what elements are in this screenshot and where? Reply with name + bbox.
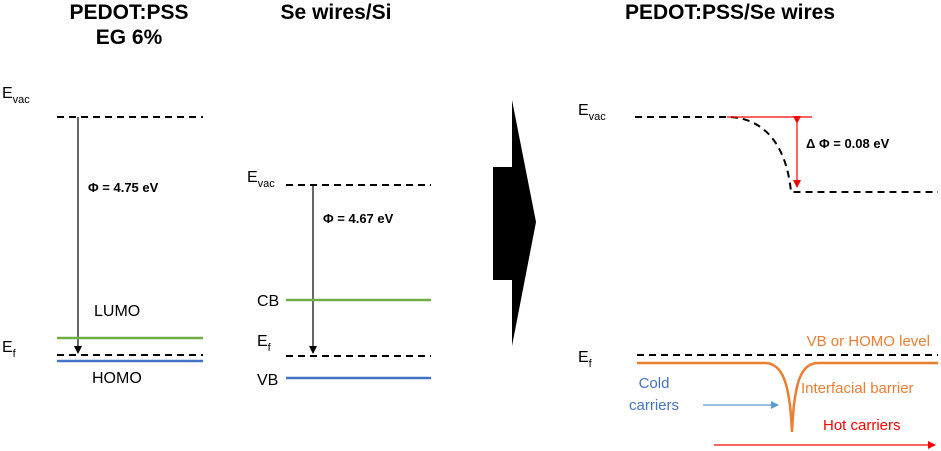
panel-left-title-line2: EG 6% [96, 26, 163, 49]
panel-middle-evac-label: Evac [247, 169, 275, 190]
panel-right-title: PEDOT:PSS/Se wires [625, 1, 835, 24]
panel-left-title-line1: PEDOT:PSS [69, 1, 188, 24]
panel-left-evac-label: Evac [2, 85, 30, 106]
panel-middle-work-function: Φ = 4.67 eV [323, 211, 394, 226]
panel-left: PEDOT:PSS EG 6% Evac Φ = 4.75 eV LUMO Ef… [2, 1, 203, 387]
panel-right-evac-level [635, 116, 938, 193]
panel-left-ef-label: Ef [2, 339, 17, 360]
panel-right-delta-phi: Δ Φ = 0.08 eV [806, 136, 890, 151]
panel-right-evac-label: Evac [578, 102, 606, 123]
panel-right: PEDOT:PSS/Se wires Evac Δ Φ = 0.08 eV VB… [578, 1, 938, 449]
transition-arrow [493, 100, 536, 346]
panel-middle: Se wires/Si Evac Φ = 4.67 eV CB Ef VB [247, 1, 431, 389]
panel-middle-ef-label: Ef [257, 333, 272, 354]
panel-middle-cb-label: CB [257, 293, 279, 310]
panel-right-hot-label: Hot carriers [823, 417, 901, 434]
panel-right-cold-label-line1: Cold [639, 375, 670, 392]
panel-right-interfacial-barrier-curve [637, 361, 938, 433]
panel-left-homo-label: HOMO [92, 370, 142, 387]
panel-right-cold-label-line2: carriers [629, 397, 679, 414]
panel-middle-vb-label: VB [257, 372, 278, 389]
panel-middle-title: Se wires/Si [281, 1, 392, 24]
panel-right-barrier-label: Interfacial barrier [801, 380, 914, 397]
panel-right-vb-homo-label: VB or HOMO level [807, 333, 930, 350]
panel-left-work-function: Φ = 4.75 eV [88, 180, 159, 195]
panel-right-ef-label: Ef [578, 349, 593, 370]
panel-left-lumo-label: LUMO [94, 303, 140, 320]
